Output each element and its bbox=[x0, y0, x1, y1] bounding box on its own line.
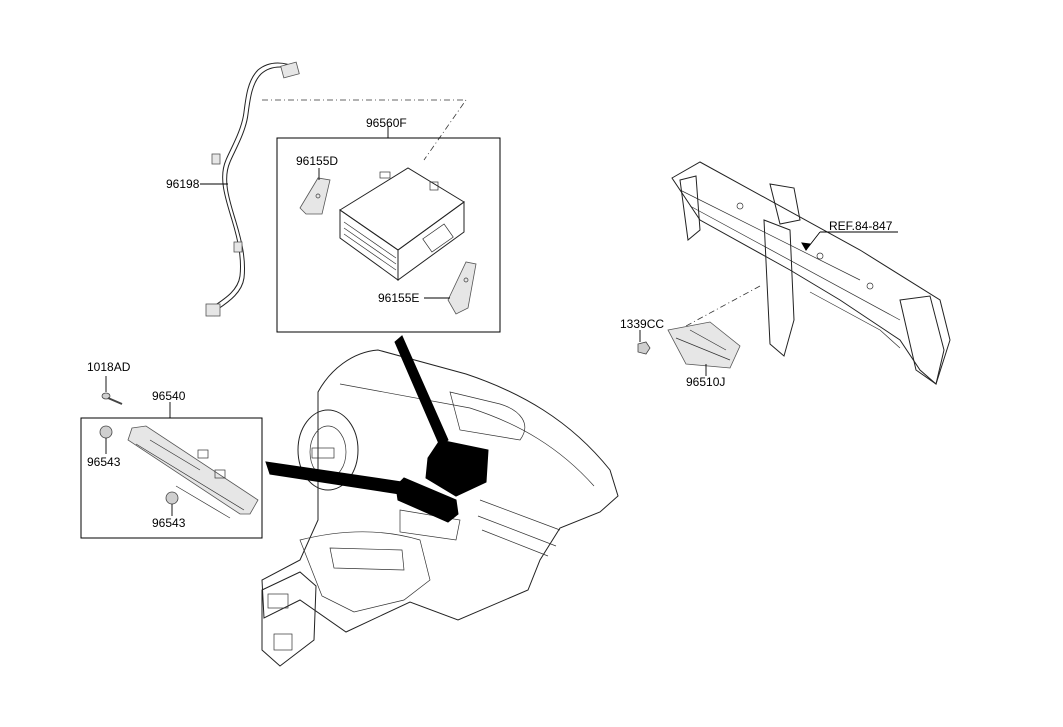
audio-unit-box bbox=[276, 137, 501, 333]
control-panel-location bbox=[395, 477, 459, 523]
screw-illustration bbox=[101, 392, 123, 405]
audio-unit-location bbox=[425, 439, 489, 497]
nut-part-number: 1339CC bbox=[620, 317, 664, 331]
control-panel-part-number: 96540 bbox=[152, 389, 186, 403]
control-panel-illustration bbox=[127, 425, 259, 519]
bracket-right-part-number: 96155E bbox=[378, 291, 419, 305]
wiring-harness-illustration bbox=[205, 61, 300, 317]
nut-illustration bbox=[637, 341, 651, 355]
crossmember-frame-illustration bbox=[671, 161, 951, 385]
harness-part-number: 96198 bbox=[166, 177, 200, 191]
control-panel-box bbox=[80, 417, 263, 539]
audio-unit-illustration bbox=[339, 167, 465, 281]
module-illustration bbox=[667, 321, 741, 369]
knob-upper-part-number: 96543 bbox=[87, 455, 121, 469]
knob-lower-part-number: 96543 bbox=[152, 516, 186, 530]
bracket-right-illustration bbox=[447, 261, 477, 315]
screw-part-number: 1018AD bbox=[87, 360, 131, 374]
dashboard-illustration bbox=[261, 349, 619, 667]
audio-unit-part-number: 96560F bbox=[366, 116, 407, 130]
module-part-number: 96510J bbox=[686, 375, 725, 389]
pointer-to-audio bbox=[394, 335, 449, 447]
bracket-left-illustration bbox=[299, 177, 331, 215]
bracket-left-part-number: 96155D bbox=[296, 154, 338, 168]
reference-label: REF.84-847 bbox=[829, 219, 893, 233]
knob-lower-illustration bbox=[165, 491, 179, 505]
knob-upper-illustration bbox=[99, 425, 113, 439]
